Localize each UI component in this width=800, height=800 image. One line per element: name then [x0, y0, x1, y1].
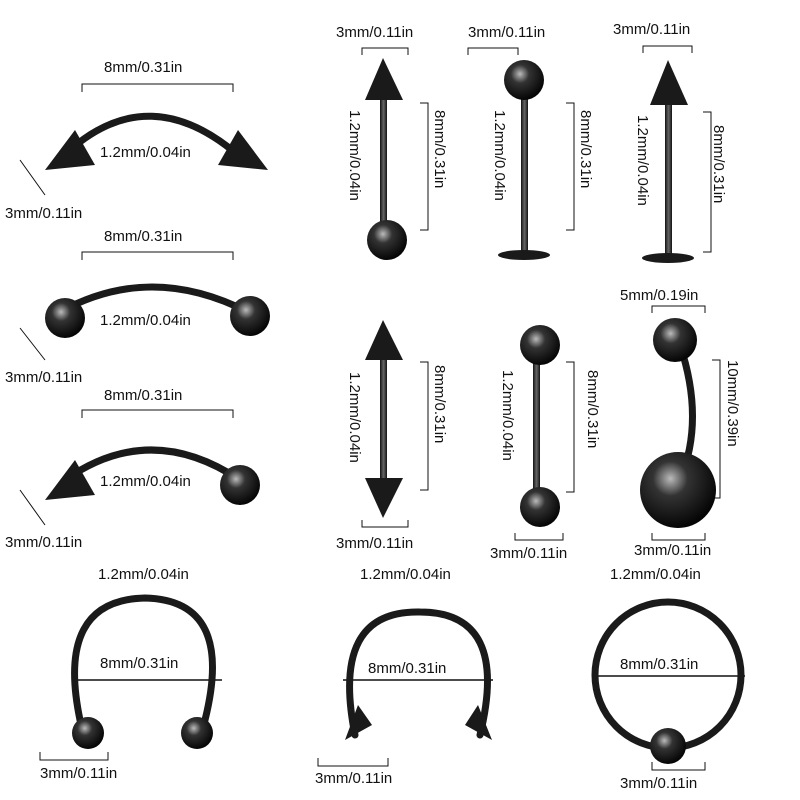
end-size-label: 3mm/0.11in	[620, 775, 698, 792]
length-label: 8mm/0.31in	[431, 365, 448, 444]
gauge-label: 1.2mm/0.04in	[98, 566, 189, 583]
gauge-label: 1.2mm/0.04in	[634, 115, 651, 206]
gauge-label: 1.2mm/0.04in	[346, 110, 363, 201]
end-size-label: 3mm/0.11in	[5, 369, 83, 386]
length-label: 8mm/0.31in	[104, 228, 183, 245]
end-size-label: 3mm/0.11in	[634, 542, 712, 559]
end-size-label: 3mm/0.11in	[5, 205, 83, 222]
gauge-label: 1.2mm/0.04in	[499, 370, 516, 461]
length-label: 10mm/0.39in	[724, 360, 741, 447]
end-size-label: 3mm/0.11in	[613, 21, 691, 38]
gauge-label: 1.2mm/0.04in	[100, 312, 191, 329]
diameter-label: 8mm/0.31in	[100, 655, 179, 672]
length-label: 8mm/0.31in	[104, 387, 183, 404]
gauge-label: 1.2mm/0.04in	[360, 566, 451, 583]
length-label: 8mm/0.31in	[584, 370, 601, 449]
length-label: 8mm/0.31in	[710, 125, 727, 204]
end-size-label: 3mm/0.11in	[5, 534, 83, 551]
end-size-label: 3mm/0.11in	[336, 24, 414, 41]
length-label: 8mm/0.31in	[577, 110, 594, 189]
end-size-label: 3mm/0.11in	[40, 765, 118, 782]
end-size-label: 3mm/0.11in	[336, 535, 414, 552]
end-size-label: 3mm/0.11in	[490, 545, 568, 562]
gauge-label: 1.2mm/0.04in	[346, 372, 363, 463]
end-size-label: 3mm/0.11in	[315, 770, 393, 787]
gauge-label: 1.2mm/0.04in	[100, 144, 191, 161]
diameter-label: 8mm/0.31in	[368, 660, 447, 677]
end-size-label: 3mm/0.11in	[468, 24, 546, 41]
length-label: 8mm/0.31in	[431, 110, 448, 189]
gauge-label: 1.2mm/0.04in	[610, 566, 701, 583]
gauge-label: 1.2mm/0.04in	[491, 110, 508, 201]
diameter-label: 8mm/0.31in	[620, 656, 699, 673]
top-size-label: 5mm/0.19in	[620, 287, 699, 304]
gauge-label: 1.2mm/0.04in	[100, 473, 191, 490]
length-label: 8mm/0.31in	[104, 59, 183, 76]
